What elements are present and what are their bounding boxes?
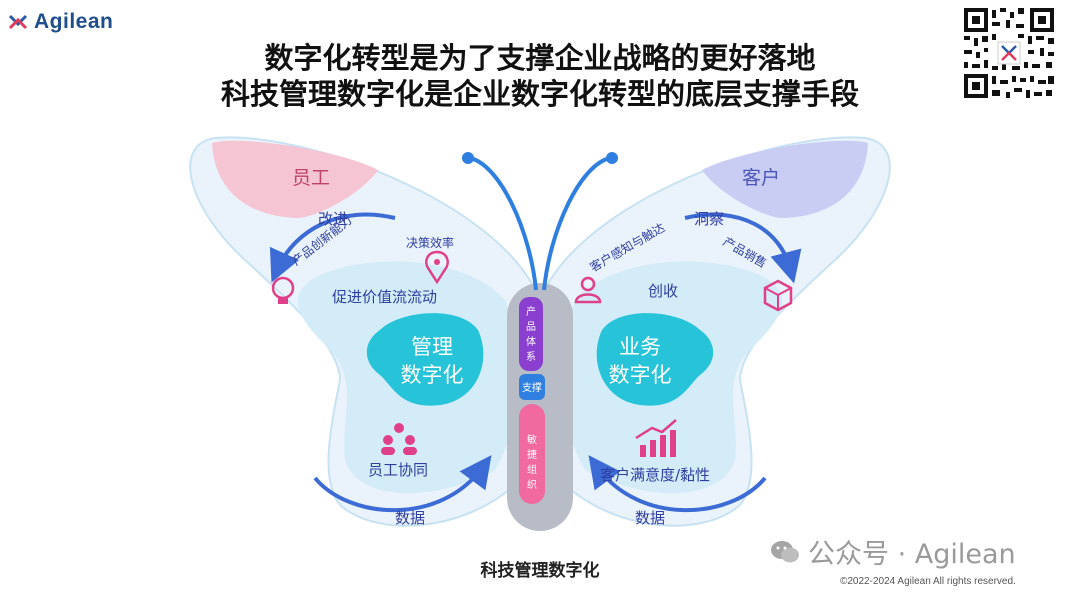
improve-label: 改进 bbox=[318, 210, 348, 228]
management-core bbox=[366, 313, 484, 406]
management-core-line2: 数字化 bbox=[401, 363, 464, 387]
body-seg-product-char4: 系 bbox=[526, 351, 536, 363]
customer-label: 客户 bbox=[742, 167, 780, 189]
right-bottom-arc-arrow bbox=[588, 455, 767, 513]
employee-blob bbox=[212, 140, 378, 218]
employee-label: 员工 bbox=[292, 167, 330, 189]
body-seg-support-label: 支撑 bbox=[522, 381, 542, 394]
management-core-line1: 管理 bbox=[411, 335, 453, 359]
brand-logo: Agilean bbox=[8, 10, 113, 34]
body-seg-agile-char1: 敏 bbox=[527, 433, 537, 446]
left-antenna bbox=[469, 156, 538, 291]
business-core-line2: 数字化 bbox=[609, 363, 672, 387]
left-bottom-arc-arrow bbox=[313, 455, 492, 513]
business-core bbox=[596, 313, 714, 406]
right-data-label: 数据 bbox=[635, 509, 665, 527]
right-top-arc-arrow bbox=[684, 212, 802, 284]
brand-name: Agilean bbox=[34, 10, 114, 33]
body-seg-agile bbox=[519, 404, 545, 504]
agilean-logo-icon bbox=[8, 14, 28, 30]
decision-label: 决策效率 bbox=[406, 235, 454, 250]
body-seg-product-char2: 品 bbox=[526, 321, 536, 333]
user-icon bbox=[574, 276, 602, 304]
body-seg-product bbox=[519, 297, 543, 371]
value-flow-label: 促进价值流流动 bbox=[332, 288, 437, 306]
location-pin-icon bbox=[425, 250, 449, 285]
diagram-caption: 科技管理数字化 bbox=[480, 561, 600, 581]
body-seg-product-char3: 体 bbox=[526, 336, 536, 348]
qr-code-icon bbox=[962, 6, 1056, 100]
satisfaction-label: 客户满意度/黏性 bbox=[600, 466, 710, 484]
body-seg-agile-char3: 组 bbox=[527, 463, 537, 476]
copyright-text: ©2022-2024 Agilean All rights reserved. bbox=[840, 576, 1016, 587]
page-title-line2: 科技管理数字化是企业数字化转型的底层支撑手段 bbox=[220, 77, 859, 111]
right-antenna bbox=[542, 156, 611, 291]
left-data-label: 数据 bbox=[395, 509, 425, 527]
collab-label: 员工协同 bbox=[368, 461, 428, 479]
left-top-arc-arrow bbox=[269, 212, 396, 283]
body-seg-support bbox=[519, 374, 545, 400]
page-title-line1: 数字化转型是为了支撑企业战略的更好落地 bbox=[264, 41, 816, 75]
body-seg-agile-char4: 织 bbox=[527, 479, 537, 491]
insight-label: 洞察 bbox=[694, 210, 724, 228]
wechat-icon bbox=[771, 540, 799, 562]
lightbulb-icon bbox=[271, 276, 295, 304]
watermark-text: 公众号 · Agilean bbox=[808, 539, 1016, 570]
team-icon bbox=[381, 423, 417, 455]
business-core-line1: 业务 bbox=[619, 335, 661, 359]
growth-chart-icon bbox=[635, 419, 677, 457]
revenue-label: 创收 bbox=[648, 282, 678, 300]
body-seg-product-char1: 产 bbox=[526, 305, 536, 318]
box-icon bbox=[763, 279, 793, 312]
watermark: 公众号 · Agilean bbox=[770, 532, 1016, 571]
body-seg-agile-char2: 捷 bbox=[527, 448, 537, 461]
customer-blob bbox=[702, 140, 868, 218]
